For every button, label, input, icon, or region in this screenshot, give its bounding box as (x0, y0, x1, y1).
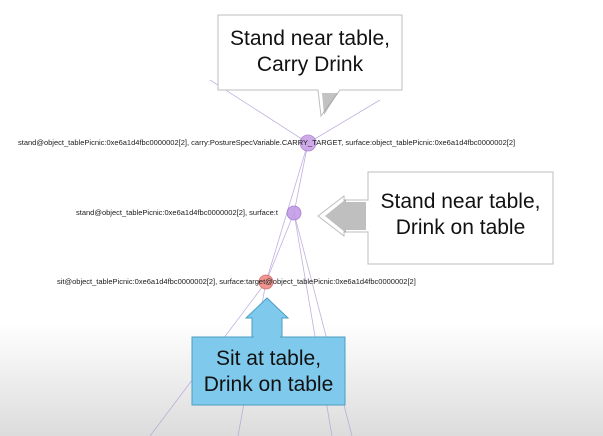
graph-node-sit[interactable] (258, 274, 274, 290)
callout-carry (217, 14, 403, 118)
callout-sit (191, 297, 346, 406)
callout-sit-line2: Drink on table (203, 373, 334, 396)
edge-line (307, 99, 381, 144)
node-label-stand: stand@object_tablePicnic:0xe6a1d4fbc0000… (76, 208, 278, 217)
node-label-sit: sit@object_tablePicnic:0xe6a1d4fbc000000… (57, 277, 416, 286)
callout-stand-line2: Drink on table (395, 216, 526, 239)
graph-node-stand[interactable] (286, 205, 302, 221)
node-label-carry: stand@object_tablePicnic:0xe6a1d4fbc0000… (18, 138, 516, 147)
edge-line (265, 212, 295, 283)
callout-carry-line2: Carry Drink (256, 53, 364, 76)
callout-stand-line1: Stand near table, (380, 190, 541, 213)
callout-carry-line1: Stand near table, (230, 27, 390, 50)
callout-stand-text: Stand near table, Drink on table (368, 189, 553, 241)
callout-stand (317, 171, 554, 265)
callout-sit-line1: Sit at table, (215, 347, 322, 370)
edge-line (293, 142, 309, 214)
graph-node-carry[interactable] (299, 134, 317, 152)
callout-sit-text: Sit at table, Drink on table (192, 346, 345, 398)
callout-carry-text: Stand near table, Carry Drink (218, 26, 402, 78)
